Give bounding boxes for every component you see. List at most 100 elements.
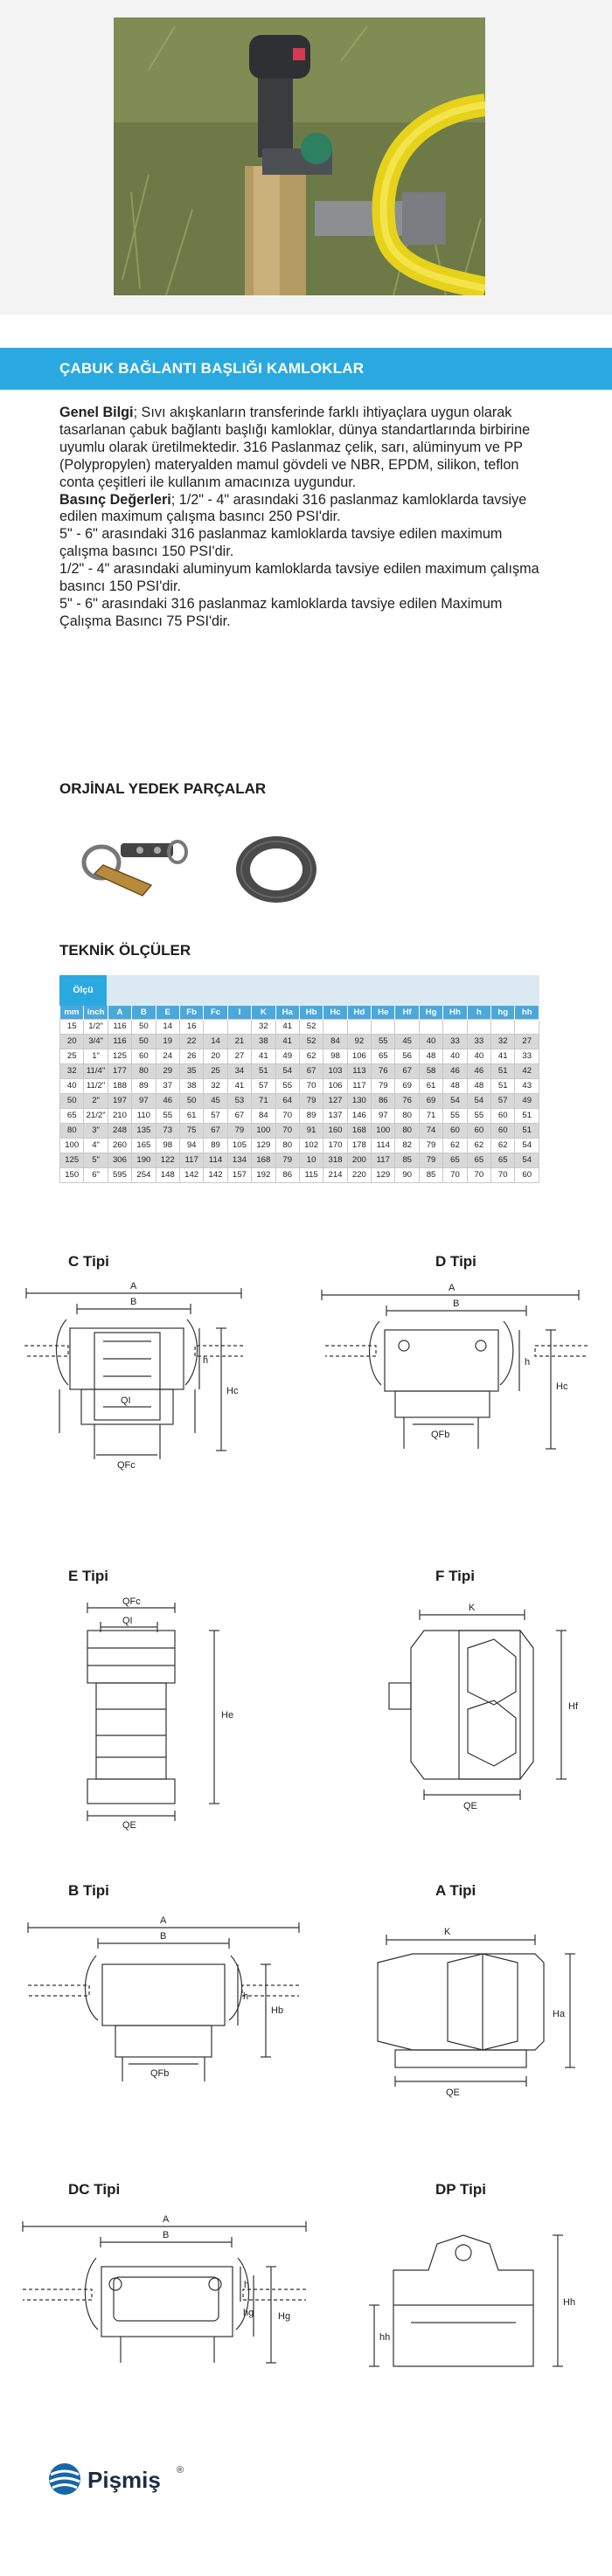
olcu-label: Ölçü: [59, 975, 107, 1006]
d-tipi-drawing: A B h Hc QFb: [321, 1283, 588, 1450]
table-cell: 46: [442, 1063, 468, 1079]
table-cell: 114: [371, 1137, 396, 1153]
hero-section: [0, 0, 612, 315]
table-cell: 49: [514, 1092, 539, 1109]
table-header-cell: Hh: [442, 1006, 468, 1019]
info-text: Genel Bilgi; Sıvı akışkanların transferi…: [59, 405, 549, 631]
dc-label-a: A: [163, 2214, 170, 2225]
d-tipi-title: D Tipi: [435, 1253, 476, 1270]
table-cell: 70: [442, 1167, 468, 1183]
e-label-he: He: [221, 1710, 233, 1721]
table-cell: 595: [107, 1167, 133, 1183]
table-cell: 106: [323, 1077, 348, 1094]
table-cell: 177: [107, 1063, 133, 1079]
table-cell: 74: [418, 1122, 444, 1139]
b-tipi-drawing: A B h Hb QFb: [27, 1915, 300, 2081]
table-cell: 60: [490, 1122, 516, 1139]
table-cell: [226, 1018, 253, 1035]
table-header-cell: Fb: [179, 1006, 205, 1019]
section-title-bar: ÇABUK BAĞLANTI BAŞLIĞI KAMLOKLAR: [0, 348, 612, 390]
d-label-a: A: [449, 1283, 456, 1293]
table-header-cell: h: [467, 1006, 492, 1019]
table-cell: 52: [298, 1033, 324, 1049]
table-cell: 61: [418, 1077, 444, 1094]
d-label-h: h: [525, 1357, 530, 1368]
dp-label-hh-small: hh: [379, 2332, 390, 2343]
table-cell: 54: [514, 1137, 539, 1153]
table-cell: 41: [275, 1033, 300, 1049]
table-cell: 4": [83, 1137, 108, 1153]
table-cell: 60: [466, 1122, 492, 1139]
table-cell: 50: [59, 1092, 85, 1109]
table-cell: 48: [418, 1048, 444, 1064]
c-tipi-drawing: A B h Hc QI QFc: [24, 1281, 243, 1471]
table-header-cell: Ha: [275, 1006, 300, 1019]
table-cell: 14: [155, 1018, 180, 1035]
e-tipi-title: E Tipi: [68, 1568, 108, 1584]
table-cell: 24: [155, 1048, 180, 1064]
table-cell: 135: [131, 1122, 156, 1139]
table-cell: 40: [418, 1033, 444, 1049]
table-cell: 16: [178, 1018, 205, 1035]
table-cell: 129: [371, 1167, 396, 1183]
dc-tipi-drawing: A B h hg Hg: [22, 2214, 307, 2364]
table-header-cell: E: [156, 1006, 180, 1019]
table-cell: 79: [418, 1137, 444, 1153]
table-cell: 62: [298, 1048, 324, 1064]
a-label-ha: Ha: [553, 2009, 566, 2019]
b-label-qfb: QFb: [150, 2068, 169, 2079]
table-cell: 22: [178, 1033, 205, 1049]
table-cell: 25: [59, 1048, 85, 1064]
table-cell: 42: [514, 1063, 539, 1079]
table-cell: 248: [107, 1122, 133, 1139]
table-cell: 43: [514, 1077, 539, 1094]
table-cell: 60: [131, 1048, 156, 1064]
table-cell: 94: [178, 1137, 205, 1153]
table-cell: 70: [275, 1122, 300, 1139]
table-header-cell: Hg: [419, 1006, 444, 1019]
table-header-cell: Hd: [347, 1006, 372, 1019]
table-cell: 38: [178, 1077, 205, 1094]
table-cell: 57: [490, 1092, 516, 1109]
f-label-qe: QE: [463, 1801, 477, 1811]
dc-label-hg: hg: [243, 2308, 254, 2318]
table-cell: 40: [442, 1048, 468, 1064]
table-cell: 197: [107, 1092, 133, 1109]
table-cell: 210: [107, 1107, 133, 1124]
table-cell: 170: [323, 1137, 348, 1153]
table-header-cell: hg: [490, 1006, 516, 1019]
table-cell: 86: [275, 1167, 300, 1183]
table-cell: 48: [442, 1077, 468, 1094]
table-cell: 62: [442, 1137, 468, 1153]
table-cell: 53: [226, 1092, 253, 1109]
table-cell: 25: [203, 1063, 228, 1079]
table-cell: 79: [418, 1152, 444, 1168]
table-cell: 51: [490, 1077, 516, 1094]
table-cell: 64: [275, 1092, 300, 1109]
table-cell: 98: [155, 1137, 180, 1153]
table-cell: 129: [251, 1137, 276, 1153]
table-cell: 306: [107, 1152, 133, 1168]
table-cell: 79: [226, 1122, 253, 1139]
table-cell: 20: [59, 1033, 85, 1049]
table-cell: [394, 1018, 420, 1035]
table-cell: 55: [371, 1033, 396, 1049]
pressure-line-2: 5" - 6" arasındaki 316 paslanmaz kamlokl…: [59, 526, 503, 560]
table-cell: 5": [83, 1152, 108, 1168]
table-header-cell: K: [251, 1006, 276, 1019]
table-cell: 15: [59, 1018, 85, 1035]
table-cell: 55: [275, 1077, 300, 1094]
table-cell: 192: [251, 1167, 276, 1183]
basinc-text: ; 1/2" - 4" arasındaki 316 paslanmaz kam…: [59, 491, 527, 525]
table-cell: 56: [394, 1048, 420, 1064]
table-header-cell: Hb: [299, 1006, 324, 1019]
table-cell: 89: [203, 1137, 228, 1153]
